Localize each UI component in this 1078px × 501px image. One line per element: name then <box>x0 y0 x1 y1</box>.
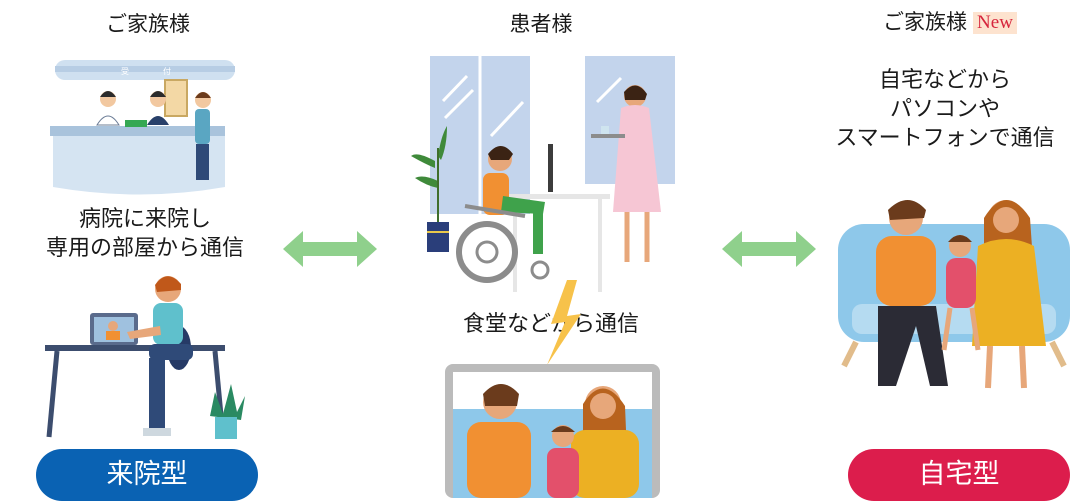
right-description-line-1: 自宅などから <box>878 68 1011 93</box>
reception-sign-char-1: 受 <box>121 66 129 76</box>
left-heading: ご家族様 <box>106 12 190 36</box>
right-description: 自宅などから パソコンや スマートフォンで通信 <box>805 66 1078 153</box>
visit-type-badge: 来院型 <box>36 449 258 501</box>
right-description-line-3: スマートフォンで通信 <box>835 126 1055 151</box>
tablet-family-illustration <box>445 364 660 498</box>
signal-bolt-icon <box>547 280 581 365</box>
right-heading-label: ご家族様 <box>883 10 968 34</box>
double-arrow-left-icon <box>283 231 377 267</box>
center-description: 食堂などから通信 <box>462 312 639 337</box>
reception-sign-char-2: 付 <box>163 66 171 76</box>
home-type-badge: 自宅型 <box>848 449 1070 501</box>
family-on-sofa-illustration <box>838 200 1070 389</box>
patient-room-illustration <box>411 56 675 292</box>
right-description-line-2: パソコンや <box>889 97 1000 122</box>
reception-desk-illustration: 受 付 <box>50 60 235 195</box>
person-at-laptop-illustration <box>45 276 245 439</box>
new-badge: New <box>973 12 1017 34</box>
left-description: 病院に来院し 専用の部屋から通信 <box>10 205 280 263</box>
left-description-line-1: 病院に来院し <box>78 207 211 232</box>
center-heading: 患者様 <box>509 12 573 36</box>
double-arrow-right-icon <box>722 231 816 267</box>
left-description-line-2: 専用の部屋から通信 <box>45 236 244 261</box>
